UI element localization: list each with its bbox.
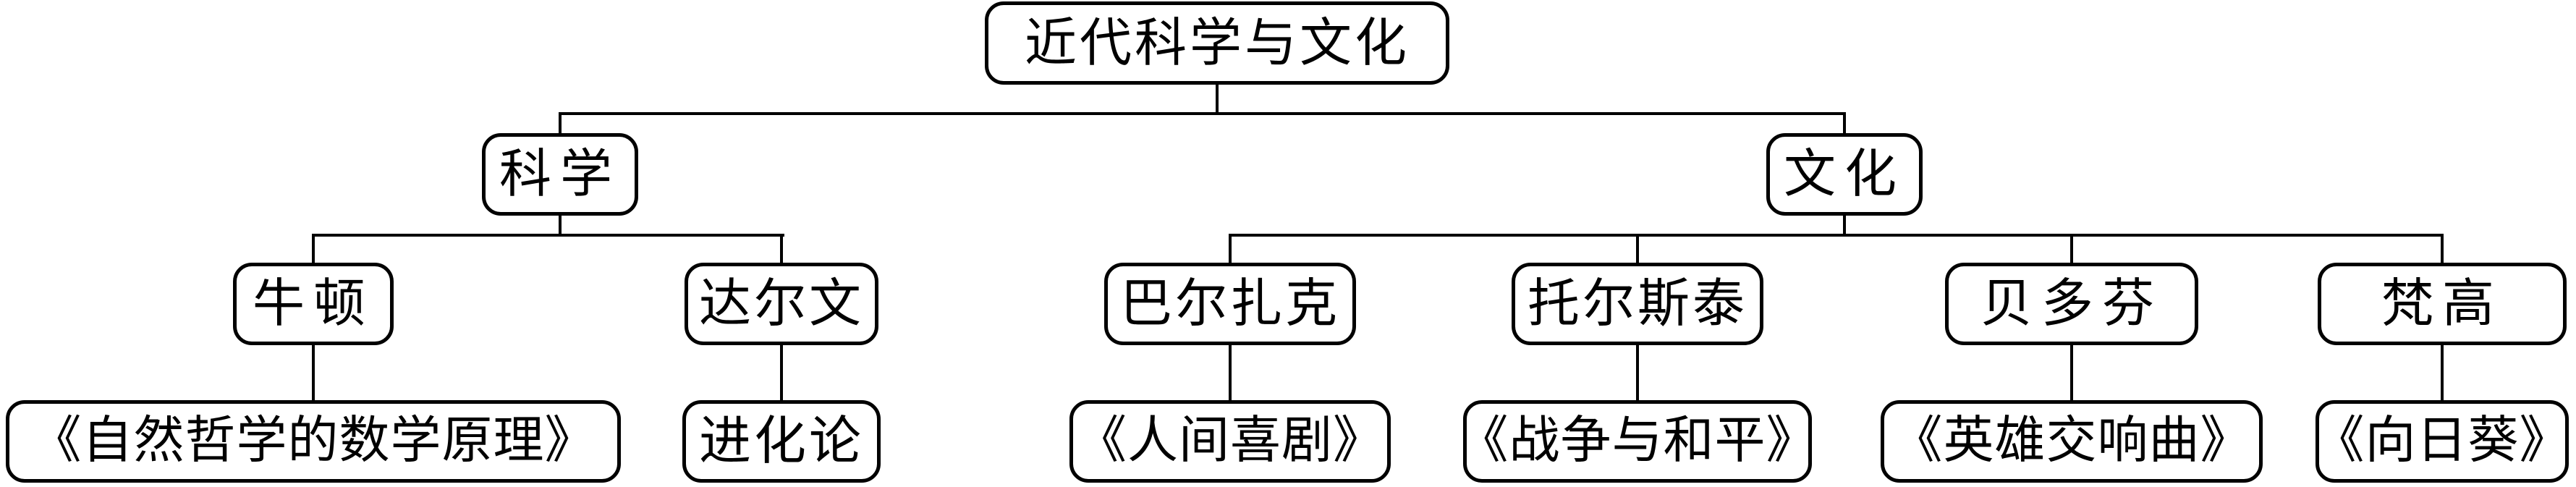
connector-to-beethoven [2070,235,2073,263]
connector-darwin-to-evolution [780,345,783,400]
node-vangogh-label: 梵高 [2381,275,2503,333]
connector-beethoven-to-eroica [2070,345,2073,400]
connector-science-drop [559,216,562,235]
connector-culture-bus [1229,234,2444,237]
node-science: 科学 [482,133,638,216]
connector-to-newton [312,235,315,263]
node-culture: 文化 [1766,133,1923,216]
node-beethoven: 贝多芬 [1945,263,2198,345]
connector-science-bus [312,234,784,237]
node-eroica-symphony-label: 《英雄交响曲》 [1891,413,2252,469]
node-balzac-label: 巴尔扎克 [1119,275,1340,333]
connector-tolstoy-to-war [1636,345,1639,400]
connector-vangogh-to-sunflowers [2441,345,2444,400]
connector-to-darwin [780,235,783,263]
connector-newton-to-principia [312,345,315,400]
node-tolstoy: 托尔斯泰 [1512,263,1763,345]
node-vangogh: 梵高 [2318,263,2567,345]
node-war-and-peace: 《战争与和平》 [1458,400,1817,483]
node-science-label: 科学 [499,145,621,203]
node-human-comedy-label: 《人间喜剧》 [1076,413,1384,469]
node-darwin: 达尔文 [685,263,878,345]
connector-level1-bus [559,112,1846,115]
node-newton-label: 牛顿 [252,275,374,333]
node-eroica-symphony: 《英雄交响曲》 [1881,400,2263,483]
node-sunflowers-label: 《向日葵》 [2313,413,2571,469]
node-root: 近代科学与文化 [985,1,1449,85]
node-evolution-theory-label: 进化论 [698,412,864,470]
node-culture-label: 文化 [1783,145,1905,203]
node-darwin-label: 达尔文 [698,275,864,333]
connector-root-drop [1216,85,1219,114]
node-human-comedy: 《人间喜剧》 [1069,400,1391,483]
connector-to-culture [1843,114,1846,134]
connector-to-vangogh [2441,235,2444,263]
node-newton: 牛顿 [233,263,394,345]
node-beethoven-label: 贝多芬 [1980,275,2163,333]
node-sunflowers: 《向日葵》 [2313,400,2571,483]
node-principia-label: 《自然哲学的数学原理》 [30,413,596,469]
connector-to-tolstoy [1636,235,1639,263]
node-root-label: 近代科学与文化 [1024,14,1410,72]
node-balzac: 巴尔扎克 [1104,263,1356,345]
node-war-and-peace-label: 《战争与和平》 [1457,413,1818,469]
node-evolution-theory: 进化论 [682,400,881,483]
node-principia: 《自然哲学的数学原理》 [6,400,621,483]
connector-culture-drop [1843,216,1846,235]
connector-balzac-to-comedy [1229,345,1232,400]
node-tolstoy-label: 托尔斯泰 [1527,275,1747,333]
connector-to-science [559,114,562,134]
connector-to-balzac [1229,235,1232,263]
